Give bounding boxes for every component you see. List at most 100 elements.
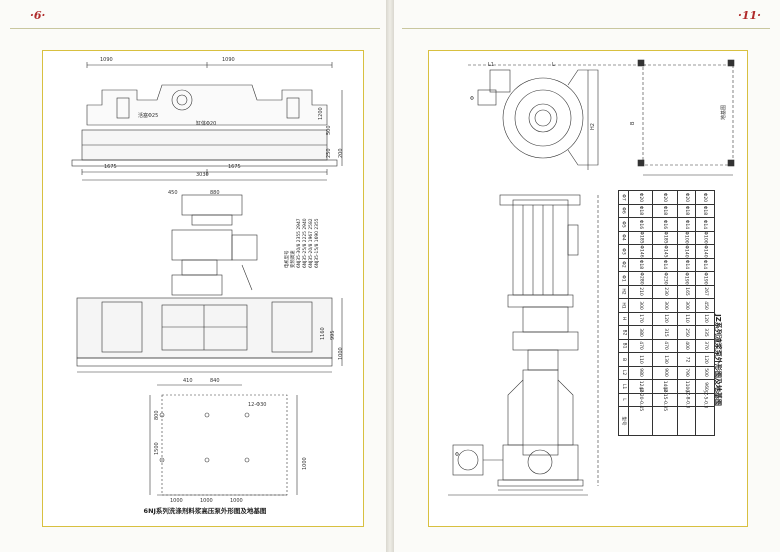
table-header: L2	[618, 365, 629, 380]
right-header-band	[402, 6, 770, 29]
table-cell: 210	[627, 284, 654, 299]
top-dim-left: 1090	[100, 57, 113, 63]
table-header: B1	[618, 338, 629, 353]
table-cell: Φ20	[652, 190, 678, 205]
table-header: L1	[618, 379, 629, 394]
base-label: 地基图	[721, 104, 727, 120]
table-cell: 110	[676, 311, 697, 326]
table-cell: JZ-5-0.3	[695, 391, 715, 409]
table-cell: 400	[676, 338, 697, 353]
right-top-label-1: L1	[488, 62, 494, 68]
table-cell: 380	[627, 325, 654, 340]
motor-note-line: 6NJ35-15/8 1690 2355	[315, 218, 320, 268]
label-piston: 活塞Φ25	[138, 113, 159, 119]
right-top-label-4: B	[630, 121, 636, 125]
table-cell: 370	[695, 338, 715, 353]
table-cell: Φ18	[627, 203, 654, 218]
table-header: Φ7	[618, 190, 629, 205]
table-cell: Φ18	[676, 203, 697, 218]
table-cell: 120	[652, 311, 678, 326]
right-top-label-5: Φ	[470, 96, 474, 102]
table-cell: Φ185	[627, 230, 654, 245]
right-page-number: ·11·	[738, 9, 761, 22]
table-cell: 165	[676, 284, 697, 299]
right-caption: JZ系列渣浆泵外形图及地基图	[714, 314, 722, 406]
table-header: Φ6	[618, 203, 629, 218]
table-cell: Φ280	[627, 271, 654, 286]
table-cell: JZ-8-0.3	[676, 391, 697, 409]
table-cell: Φ14	[652, 257, 678, 272]
table-cell: 450	[695, 298, 715, 313]
foundation-side-dim-2: 1500	[154, 442, 160, 455]
table-cell: Φ18	[627, 257, 654, 272]
table-cell: Φ190	[676, 271, 697, 286]
table-header: Φ3	[618, 244, 629, 259]
table-cell: Φ145	[652, 244, 678, 259]
height-dim-3: 250	[326, 148, 332, 158]
book-gutter	[386, 0, 394, 552]
table-cell: 130	[652, 352, 678, 367]
anchor-label: 12-Φ30	[248, 402, 267, 408]
table-cell: 110	[627, 352, 654, 367]
mid-dim-left: 450	[168, 190, 178, 196]
left-pump-drawing	[71, 62, 343, 496]
table-cell: 267	[695, 284, 715, 299]
table-cell: 335	[695, 325, 715, 340]
table-cell: Φ100	[695, 230, 715, 245]
table-cell	[695, 406, 715, 436]
foundation-bottom-dim-2: 1000	[200, 498, 213, 504]
left-drawing-frame	[42, 50, 364, 527]
bottom-dim-right: 1675	[228, 164, 241, 170]
table-cell: Φ190	[695, 271, 715, 286]
right-top-label-2: L	[552, 62, 555, 68]
table-cell: JZ-20-0.45	[627, 388, 654, 411]
table-cell: 250	[676, 325, 697, 340]
table-header: H1	[618, 298, 629, 313]
table-cell: Φ18	[652, 203, 678, 218]
height-dim-4: 200	[338, 148, 344, 158]
table-cell: Φ14	[695, 257, 715, 272]
spec-table: Φ7 Φ20 Φ20 Φ20 Φ20 Φ6 Φ18 Φ18 Φ18 Φ18 Φ5…	[618, 190, 715, 436]
right-pump-drawing	[448, 59, 735, 496]
table-cell: 790	[676, 365, 697, 380]
table-cell: 500	[695, 365, 715, 380]
table-cell: 470	[652, 338, 678, 353]
table-cell: Φ14	[676, 257, 697, 272]
table-header: Φ4	[618, 230, 629, 245]
table-header: B	[618, 352, 629, 367]
table-header: H2	[618, 284, 629, 299]
table-header: Φ5	[618, 217, 629, 232]
table-header: Φ2	[618, 257, 629, 272]
bottom-dim-left: 1675	[104, 164, 117, 170]
table-cell: 980	[627, 365, 654, 380]
table-cell: 230	[652, 284, 678, 299]
table-cell: 120	[695, 352, 715, 367]
overall-dim: 3030	[196, 172, 209, 178]
foundation-top-dim-1: 410	[183, 378, 193, 384]
table-cell: Φ230	[652, 271, 678, 286]
foundation-bottom-dim-3: 1000	[230, 498, 243, 504]
table-header: L	[618, 392, 629, 407]
table-cell: Φ16	[627, 217, 654, 232]
table-cell: 470	[627, 338, 654, 353]
table-cell: Φ100	[676, 230, 697, 245]
table-cell: Φ20	[627, 190, 654, 205]
top-dim-right: 1090	[222, 57, 235, 63]
table-header: 型号	[618, 406, 629, 436]
foundation-side-dim-1: 800	[154, 410, 160, 420]
height-dim-1: 1200	[318, 107, 324, 120]
table-cell: 900	[652, 365, 678, 380]
table-cell: Φ16	[652, 217, 678, 232]
left-caption: 6NJ系列洗涤剂料浆高压泵外形图及地基图	[143, 507, 267, 515]
side-dim-3: 995	[330, 330, 336, 340]
right-top-label-3: H2	[590, 123, 596, 130]
table-cell: Φ14	[695, 217, 715, 232]
table-cell: 72	[676, 352, 697, 367]
table-header: Φ1	[618, 271, 629, 286]
foundation-bottom-dim-1: 1000	[170, 498, 183, 504]
label-cylinder: 缸体Φ20	[196, 121, 217, 127]
table-cell: 315	[652, 325, 678, 340]
left-page-number: ·6·	[30, 9, 46, 22]
right-top-label-6: Φ	[455, 452, 459, 458]
table-header: B2	[618, 325, 629, 340]
